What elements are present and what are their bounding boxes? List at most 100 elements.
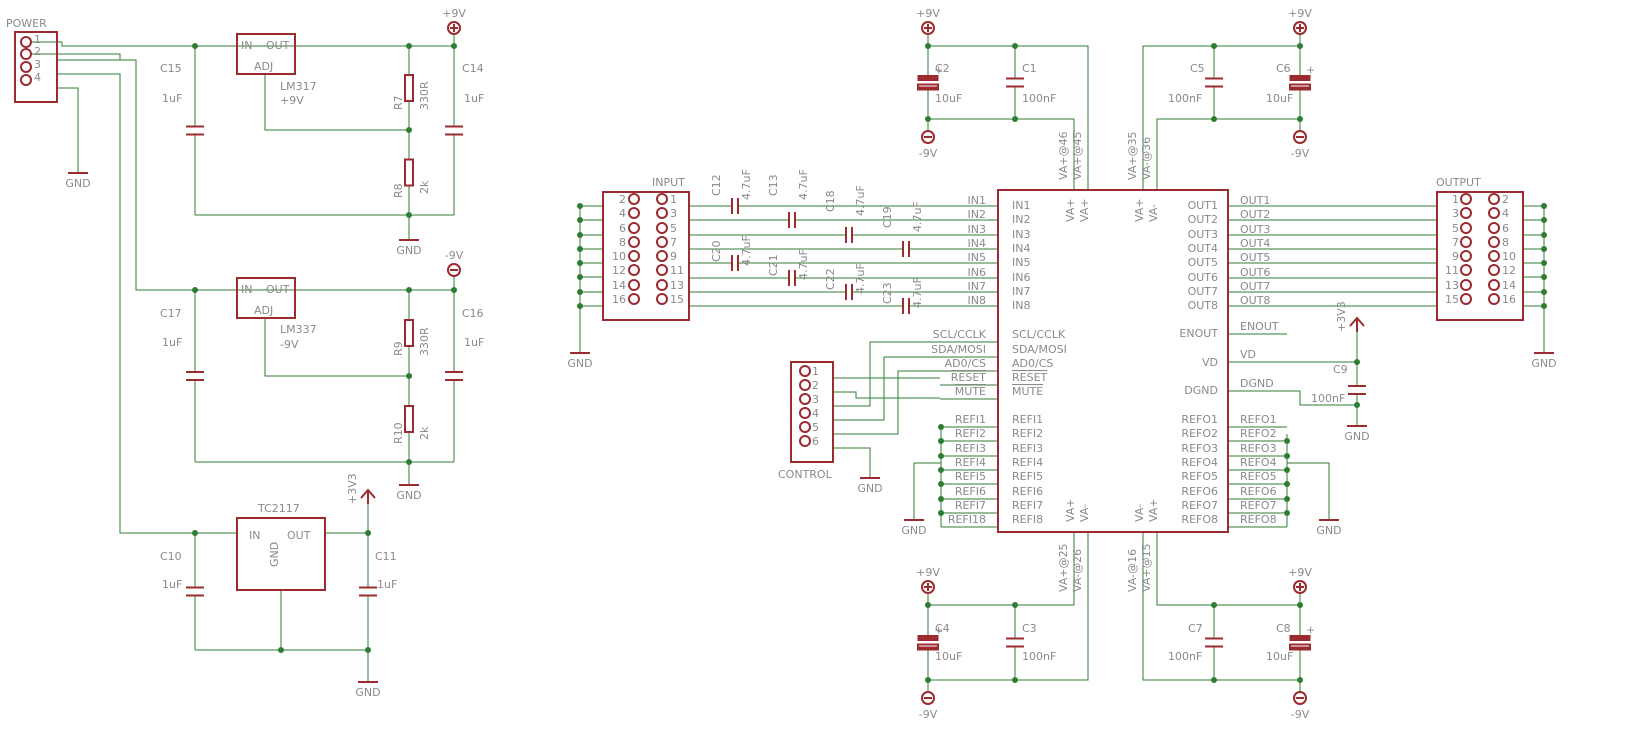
junction	[1284, 496, 1290, 502]
chip-supply: VA+	[1064, 498, 1077, 522]
chip-pin-refi: REFI1	[1012, 413, 1043, 426]
supply-label: +9V	[1288, 566, 1312, 579]
junction	[406, 212, 412, 218]
pin-number: 3	[1452, 207, 1459, 220]
chip-pin-out: OUT2	[1188, 213, 1218, 226]
wire	[264, 74, 409, 131]
chip-pin-in: IN6	[1012, 271, 1030, 284]
pin-number: 7	[1452, 236, 1459, 249]
control-connector	[790, 361, 834, 463]
chip-pin-in: IN3	[1012, 228, 1030, 241]
pin-number: 11	[1445, 264, 1459, 277]
r7	[404, 74, 414, 102]
cap-value: 100nF	[1168, 92, 1202, 105]
net-label-refo: REFO6	[1240, 485, 1277, 498]
chip-supply: VA-	[1133, 504, 1146, 522]
net-label-refi: REFI3	[955, 442, 986, 455]
net-label-supply: VA+@35	[1126, 131, 1139, 180]
supply-symbol	[921, 691, 935, 705]
pin-number: 4	[1502, 207, 1509, 220]
supply-label: -9V	[445, 249, 464, 262]
chip-pin-in: IN4	[1012, 242, 1030, 255]
pin-number: 1	[670, 193, 677, 206]
cap-name: C9	[1333, 363, 1348, 376]
cap-name: C2	[935, 62, 950, 75]
junction	[938, 481, 944, 487]
net-label-in: IN8	[968, 294, 986, 307]
chip-pin-refi: REFI8	[1012, 513, 1043, 526]
regulator-name: TC2117	[257, 502, 300, 515]
net-label-refi: REFI1	[955, 413, 986, 426]
connector-pin	[1460, 250, 1472, 262]
polarity-mark: +	[934, 64, 943, 77]
connector-pin	[628, 222, 640, 234]
dac-chip-body	[997, 189, 1229, 533]
chip-pin-refo: REFO1	[1181, 413, 1218, 426]
res-name: R10	[392, 422, 405, 444]
pin-number: 4	[34, 71, 41, 84]
pin-number: 12	[1502, 264, 1516, 277]
cap-value: 100nF	[1022, 92, 1056, 105]
cap-name: C10	[160, 550, 182, 563]
cap-value: 10uF	[1266, 650, 1293, 663]
pin-number: 13	[1445, 279, 1459, 292]
connector-pin	[799, 393, 811, 405]
net-label-in: IN1	[968, 194, 986, 207]
junction	[1284, 467, 1290, 473]
net-label-in: IN5	[968, 251, 986, 264]
connector-pin	[799, 365, 811, 377]
pin-number: 9	[1452, 250, 1459, 263]
chip-pin-control: RESET	[1012, 371, 1048, 384]
net-label-out: OUT3	[1240, 223, 1270, 236]
pin-number: 10	[1502, 250, 1516, 263]
net-label-in: IN7	[968, 280, 986, 293]
pin-number: 11	[670, 264, 684, 277]
gnd-label: GND	[1316, 524, 1341, 537]
wire	[1228, 390, 1357, 406]
connector-pin	[1460, 264, 1472, 276]
wire	[1015, 532, 1075, 606]
net-label-in: IN4	[968, 237, 986, 250]
chip-supply: VA+	[1064, 198, 1077, 222]
electrolytic-cap	[1289, 83, 1311, 91]
pin-number: 8	[619, 236, 626, 249]
net-label-refi: REFI5	[955, 470, 986, 483]
gnd-label: GND	[396, 489, 421, 502]
reg-pin: OUT	[266, 283, 290, 296]
pin-number: 3	[812, 393, 819, 406]
cap-name: C14	[462, 62, 484, 75]
reg-pin: IN	[249, 529, 260, 542]
junction	[1297, 602, 1303, 608]
supply-label: +9V	[916, 566, 940, 579]
chip-pin-vd: VD	[1202, 356, 1218, 369]
reg-pin: IN	[241, 283, 252, 296]
junction	[577, 246, 583, 252]
polarity-mark: +	[1306, 624, 1315, 637]
connector-pin	[799, 421, 811, 433]
cap-value: 10uF	[1266, 92, 1293, 105]
reg-pin: OUT	[266, 39, 290, 52]
net-label-refo: REFO7	[1240, 499, 1277, 512]
supply-label: +9V	[916, 7, 940, 20]
coupling-cap-name: C18	[824, 190, 837, 212]
coupling-cap-name: C13	[767, 174, 780, 196]
junction	[406, 373, 412, 379]
connector-pin	[656, 222, 668, 234]
net-label-refi: REFI7	[955, 499, 986, 512]
chip-pin-refi: REFI6	[1012, 485, 1043, 498]
cap-value: 100nF	[1022, 650, 1056, 663]
chip-pin-control: MUTE	[1012, 385, 1043, 398]
chip-pin-control: SCL/CCLK	[1012, 328, 1066, 341]
chip-pin-refi: REFI4	[1012, 456, 1043, 469]
junction	[1284, 453, 1290, 459]
net-label-dgnd: DGND	[1240, 377, 1274, 390]
connector-pin	[628, 207, 640, 219]
net-label-supply: VA+@15	[1140, 543, 1153, 592]
wire	[57, 73, 195, 534]
cap-name: C1	[1022, 62, 1037, 75]
net-label-supply: VA+@46	[1057, 131, 1070, 180]
coupling-cap-name: C20	[710, 240, 723, 262]
supply-symbol	[447, 21, 461, 35]
control-connector-label: CONTROL	[778, 468, 833, 481]
